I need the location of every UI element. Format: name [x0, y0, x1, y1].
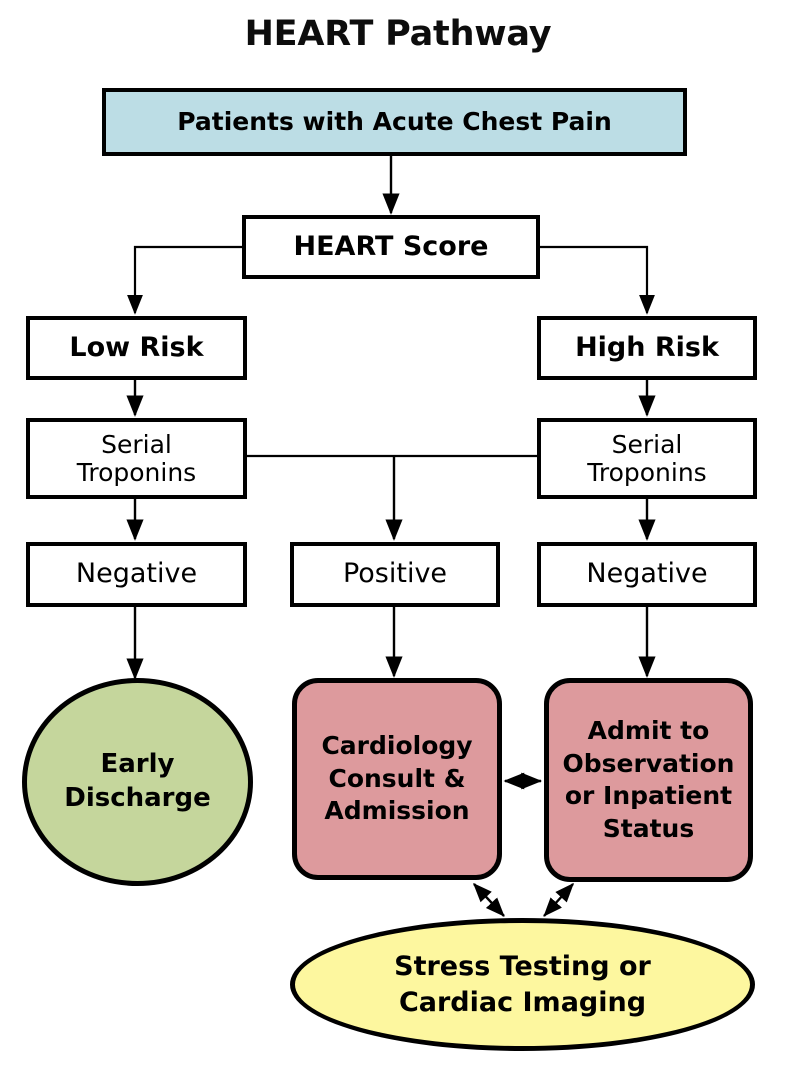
- line-1: Admit to: [587, 716, 710, 745]
- edge-score-to-high-risk: [540, 245, 655, 315]
- line-3: Admission: [324, 796, 470, 826]
- line-2: Cardiac Imaging: [398, 986, 647, 1018]
- line-1: Early: [100, 749, 175, 780]
- edge-score-to-low-risk: [127, 245, 242, 315]
- node-start[interactable]: Patients with Acute Chest Pain: [102, 88, 687, 156]
- line-2: Troponins: [587, 457, 707, 487]
- node-admit-observation[interactable]: Admit to Observation or Inpatient Status: [544, 678, 753, 882]
- node-early-discharge-label: Early Discharge: [58, 748, 217, 816]
- node-serial-troponins-high-label: Serial Troponins: [581, 429, 712, 487]
- node-negative-high-label: Negative: [586, 558, 708, 590]
- node-low-risk[interactable]: Low Risk: [26, 316, 247, 380]
- node-negative-low-label: Negative: [75, 558, 198, 590]
- line-3: or Inpatient: [564, 781, 733, 810]
- line-1: Stress Testing or: [394, 951, 651, 983]
- edge-admit-to-stress-testing: [543, 882, 574, 917]
- node-heart-score[interactable]: HEART Score: [242, 215, 540, 279]
- node-low-risk-label: Low Risk: [69, 331, 204, 363]
- node-heart-score-label: HEART Score: [293, 230, 489, 262]
- node-negative-low[interactable]: Negative: [26, 542, 247, 607]
- node-serial-troponins-high[interactable]: Serial Troponins: [537, 418, 757, 499]
- node-serial-troponins-low[interactable]: Serial Troponins: [26, 418, 247, 499]
- line-1: Cardiology: [321, 731, 473, 761]
- edge-cardiology-to-stress-testing: [473, 882, 505, 917]
- node-cardiology-consult-label: Cardiology Consult & Admission: [315, 730, 478, 828]
- line-2: Troponins: [76, 457, 197, 487]
- node-negative-high[interactable]: Negative: [537, 542, 757, 607]
- line-2: Discharge: [64, 783, 211, 813]
- node-stress-testing-label: Stress Testing or Cardiac Imaging: [388, 949, 657, 1019]
- node-positive-label: Positive: [342, 558, 448, 590]
- line-1: Serial: [101, 429, 172, 459]
- line-4: Status: [602, 813, 695, 843]
- page-title: HEART Pathway: [244, 14, 552, 54]
- node-early-discharge[interactable]: Early Discharge: [22, 678, 253, 886]
- node-high-risk-label: High Risk: [575, 331, 719, 363]
- node-stress-testing[interactable]: Stress Testing or Cardiac Imaging: [290, 918, 755, 1051]
- line-1: Serial: [611, 429, 683, 459]
- node-cardiology-consult[interactable]: Cardiology Consult & Admission: [292, 678, 502, 880]
- node-high-risk[interactable]: High Risk: [537, 316, 757, 380]
- line-2: Consult &: [328, 763, 466, 793]
- node-admit-observation-label: Admit to Observation or Inpatient Status: [557, 715, 741, 845]
- node-positive[interactable]: Positive: [290, 542, 500, 607]
- node-start-label: Patients with Acute Chest Pain: [177, 107, 612, 136]
- line-2: Observation: [562, 748, 735, 778]
- node-serial-troponins-low-label: Serial Troponins: [71, 429, 202, 487]
